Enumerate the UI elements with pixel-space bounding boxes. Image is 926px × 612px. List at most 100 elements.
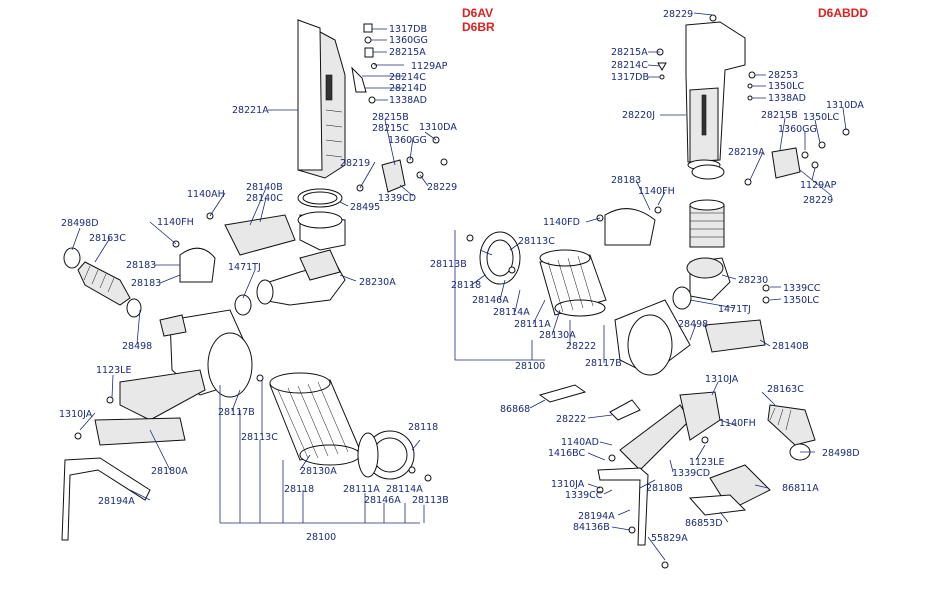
label-r-28215b: 28215B bbox=[761, 110, 798, 121]
label-28140c: 28140C bbox=[246, 193, 283, 204]
label-1310da: 1310DA bbox=[419, 122, 457, 133]
clip-28113b bbox=[424, 474, 432, 482]
bracket-28140b bbox=[206, 212, 296, 256]
filter-housing-right bbox=[614, 299, 691, 376]
label-r-28130a: 28130A bbox=[539, 330, 576, 341]
label-r-1416bc: 1416BC bbox=[548, 448, 586, 459]
bolt-1339cc bbox=[762, 284, 770, 292]
label-r-28146a: 28146A bbox=[472, 295, 509, 306]
label-28117b: 28117B bbox=[218, 407, 255, 418]
gasket-28495 bbox=[297, 188, 343, 208]
label-r-1350lc: 1350LC bbox=[768, 81, 804, 92]
label-28229: 28229 bbox=[427, 182, 457, 193]
label-r-1140ad: 1140AD bbox=[561, 437, 599, 448]
label-r-1339cc-2: 1339CC bbox=[565, 490, 603, 501]
elbow-28230a bbox=[256, 249, 346, 306]
bracket-28140b-right bbox=[704, 319, 766, 353]
label-28183-a: 28183 bbox=[126, 260, 156, 271]
nut-55829a bbox=[661, 561, 669, 569]
label-28118-left: 28118 bbox=[284, 484, 314, 495]
label-28163c: 28163C bbox=[89, 233, 126, 244]
label-r-28140b: 28140B bbox=[772, 341, 809, 352]
label-1140ah: 1140AH bbox=[187, 189, 225, 200]
model-code-d6av: D6AV bbox=[462, 6, 493, 20]
bracket-28219a bbox=[744, 147, 819, 186]
label-28113c: 28113C bbox=[241, 432, 278, 443]
label-28215c: 28215C bbox=[372, 123, 409, 134]
washer-1350lc bbox=[762, 296, 770, 304]
label-r-1140fd: 1140FD bbox=[543, 217, 580, 228]
snorkel-adapter bbox=[297, 211, 346, 251]
label-28100: 28100 bbox=[306, 532, 336, 543]
label-r-28113b: 28113B bbox=[430, 259, 467, 270]
label-r-84136b: 84136B bbox=[573, 522, 610, 533]
label-r-1310ja: 1310JA bbox=[705, 374, 739, 385]
label-28113b: 28113B bbox=[412, 495, 449, 506]
label-r-28229-b: 28229 bbox=[803, 195, 833, 206]
label-1360gg: 1360GG bbox=[389, 35, 428, 46]
label-28215a: 28215A bbox=[389, 47, 426, 58]
filter-element-28130a-right bbox=[539, 249, 607, 317]
model-code-d6br: D6BR bbox=[462, 20, 495, 34]
clip-28113b-right bbox=[466, 234, 474, 242]
label-r-1350lc-2: 1350LC bbox=[803, 112, 839, 123]
label-1310ja: 1310JA bbox=[59, 409, 93, 420]
label-r-28219a: 28219A bbox=[728, 147, 765, 158]
label-1360gg-2: 1360GG bbox=[388, 135, 427, 146]
label-28180a: 28180A bbox=[151, 466, 188, 477]
label-1471tj: 1471TJ bbox=[228, 262, 261, 273]
label-r-1140fh: 1140FH bbox=[638, 186, 675, 197]
label-r-28194a: 28194A bbox=[578, 511, 615, 522]
label-r-28180b: 28180B bbox=[646, 483, 683, 494]
clamp-1471tj-right bbox=[672, 286, 692, 310]
label-r-28100: 28100 bbox=[515, 361, 545, 372]
label-r-28215a: 28215A bbox=[611, 47, 648, 58]
label-r-28114a: 28114A bbox=[493, 307, 530, 318]
label-r-55829a: 55829A bbox=[651, 533, 688, 544]
label-r-28498: 28498 bbox=[678, 319, 708, 330]
bracket-28180a bbox=[74, 369, 206, 446]
label-28111a: 28111A bbox=[343, 484, 380, 495]
label-1123le: 1123LE bbox=[96, 365, 131, 376]
leader-lines-left bbox=[71, 28, 437, 524]
label-r-28230: 28230 bbox=[738, 275, 768, 286]
label-r-1310ja-2: 1310JA bbox=[551, 479, 585, 490]
label-28146a: 28146A bbox=[364, 495, 401, 506]
label-28214c: 28214C bbox=[389, 72, 426, 83]
clip-28114a bbox=[408, 466, 416, 474]
leader-lines-right bbox=[454, 12, 847, 561]
filter-element-28130a bbox=[269, 372, 361, 466]
label-28215b: 28215B bbox=[372, 112, 409, 123]
label-r-28222: 28222 bbox=[566, 341, 596, 352]
label-28221a: 28221A bbox=[232, 105, 269, 116]
label-r-28222-b: 28222 bbox=[556, 414, 586, 425]
label-r-1140fh-2: 1140FH bbox=[719, 418, 756, 429]
mount-band-28183 bbox=[172, 240, 216, 283]
label-r-1339cc: 1339CC bbox=[783, 283, 821, 294]
label-r-1471tj: 1471TJ bbox=[718, 304, 751, 315]
hose-28163c bbox=[63, 247, 142, 318]
label-r-1317db: 1317DB bbox=[611, 72, 649, 83]
label-r-28113c: 28113C bbox=[518, 236, 555, 247]
label-r-86811a: 86811A bbox=[782, 483, 819, 494]
label-r-28229: 28229 bbox=[663, 9, 693, 20]
bracket-28215b bbox=[356, 136, 448, 193]
saddle-28180b bbox=[596, 391, 721, 494]
strap-28194a-right bbox=[597, 467, 649, 546]
elbow-28230 bbox=[686, 257, 731, 301]
hose-28163c-right bbox=[767, 404, 816, 461]
label-28140b: 28140B bbox=[246, 182, 283, 193]
label-r-28498d: 28498D bbox=[822, 448, 860, 459]
clip-28222 bbox=[609, 399, 641, 421]
label-r-28183: 28183 bbox=[611, 175, 641, 186]
hardware-cluster-top-right bbox=[656, 14, 850, 149]
labels-right: 28229 28215A 28214C 1317DB 28253 1350LC … bbox=[430, 9, 864, 544]
label-1129ap: 1129AP bbox=[411, 61, 448, 72]
label-r-86853d: 86853D bbox=[685, 518, 723, 529]
label-28194a: 28194A bbox=[98, 496, 135, 507]
label-r-28111a: 28111A bbox=[514, 319, 551, 330]
label-r-28117b: 28117B bbox=[585, 358, 622, 369]
label-r-28163c: 28163C bbox=[767, 384, 804, 395]
clamp-1471tj bbox=[234, 294, 252, 316]
